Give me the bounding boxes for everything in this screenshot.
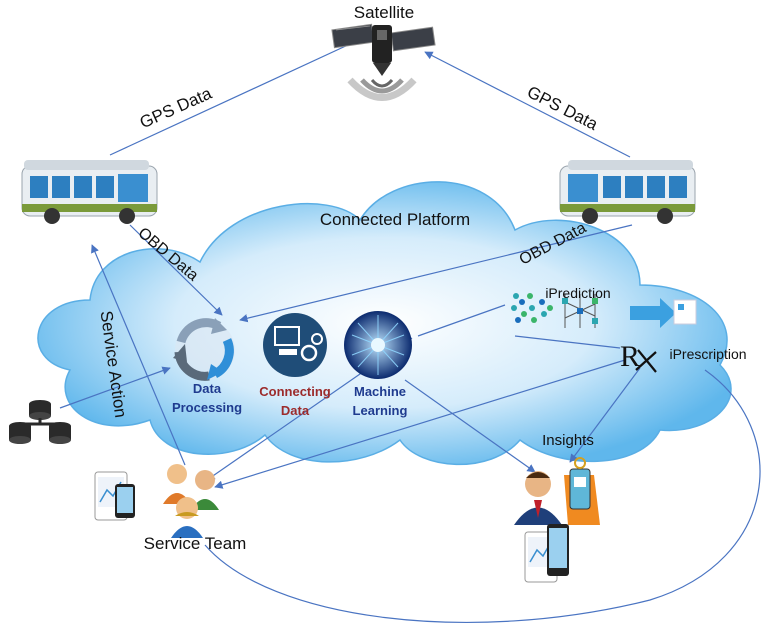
service-team-label: Service Team: [144, 534, 247, 553]
obd-right-arrow: [239, 224, 633, 323]
circuit-icon: [344, 311, 412, 379]
neural-network-icon: [511, 293, 697, 328]
gps-left-arrow: [109, 37, 364, 156]
iprediction-label: iPrediction: [545, 285, 610, 301]
obd-left-arrow: [129, 224, 223, 316]
connecting-data-label-2: Data: [281, 403, 310, 418]
ml-prediction-line: [417, 304, 506, 337]
satellite-icon: [331, 23, 436, 101]
platform-label: Connected Platform: [320, 210, 470, 229]
ml-insights-arrow: [404, 379, 536, 473]
prescription-team-arrow: [214, 359, 626, 489]
data-processing-label-2: Processing: [172, 400, 242, 415]
rx-symbol: R: [620, 340, 657, 373]
report-device-icon: [524, 524, 569, 583]
bus-icon: [559, 160, 696, 224]
service-action-arrow: [91, 244, 186, 466]
feedback-loop: [204, 369, 761, 623]
database-icon: [9, 400, 71, 444]
prescription-insights-arrow: [569, 367, 641, 463]
insights-person-icon: [514, 471, 562, 525]
insights-label: Insights: [542, 432, 594, 449]
computer-gear-icon: [263, 313, 327, 377]
prediction-prescription-line: [514, 335, 621, 349]
machine-learning-label-2: Learning: [353, 403, 408, 418]
satellite-label: Satellite: [354, 3, 414, 22]
machine-learning-label-1: Machine: [354, 384, 406, 399]
database-arrow: [59, 366, 171, 409]
svg-text:R: R: [620, 340, 640, 373]
connecting-data-label-1: Connecting: [259, 384, 331, 399]
bus-icon: [21, 160, 158, 224]
mobile-device-icon: [564, 457, 600, 525]
iprescription-label: iPrescription: [669, 346, 746, 362]
connections: [59, 37, 761, 623]
recycle-icon: [173, 318, 235, 381]
data-processing-label-1: Data: [193, 381, 222, 396]
service-team-icon: [94, 464, 219, 538]
gps-right-arrow: [424, 51, 631, 158]
